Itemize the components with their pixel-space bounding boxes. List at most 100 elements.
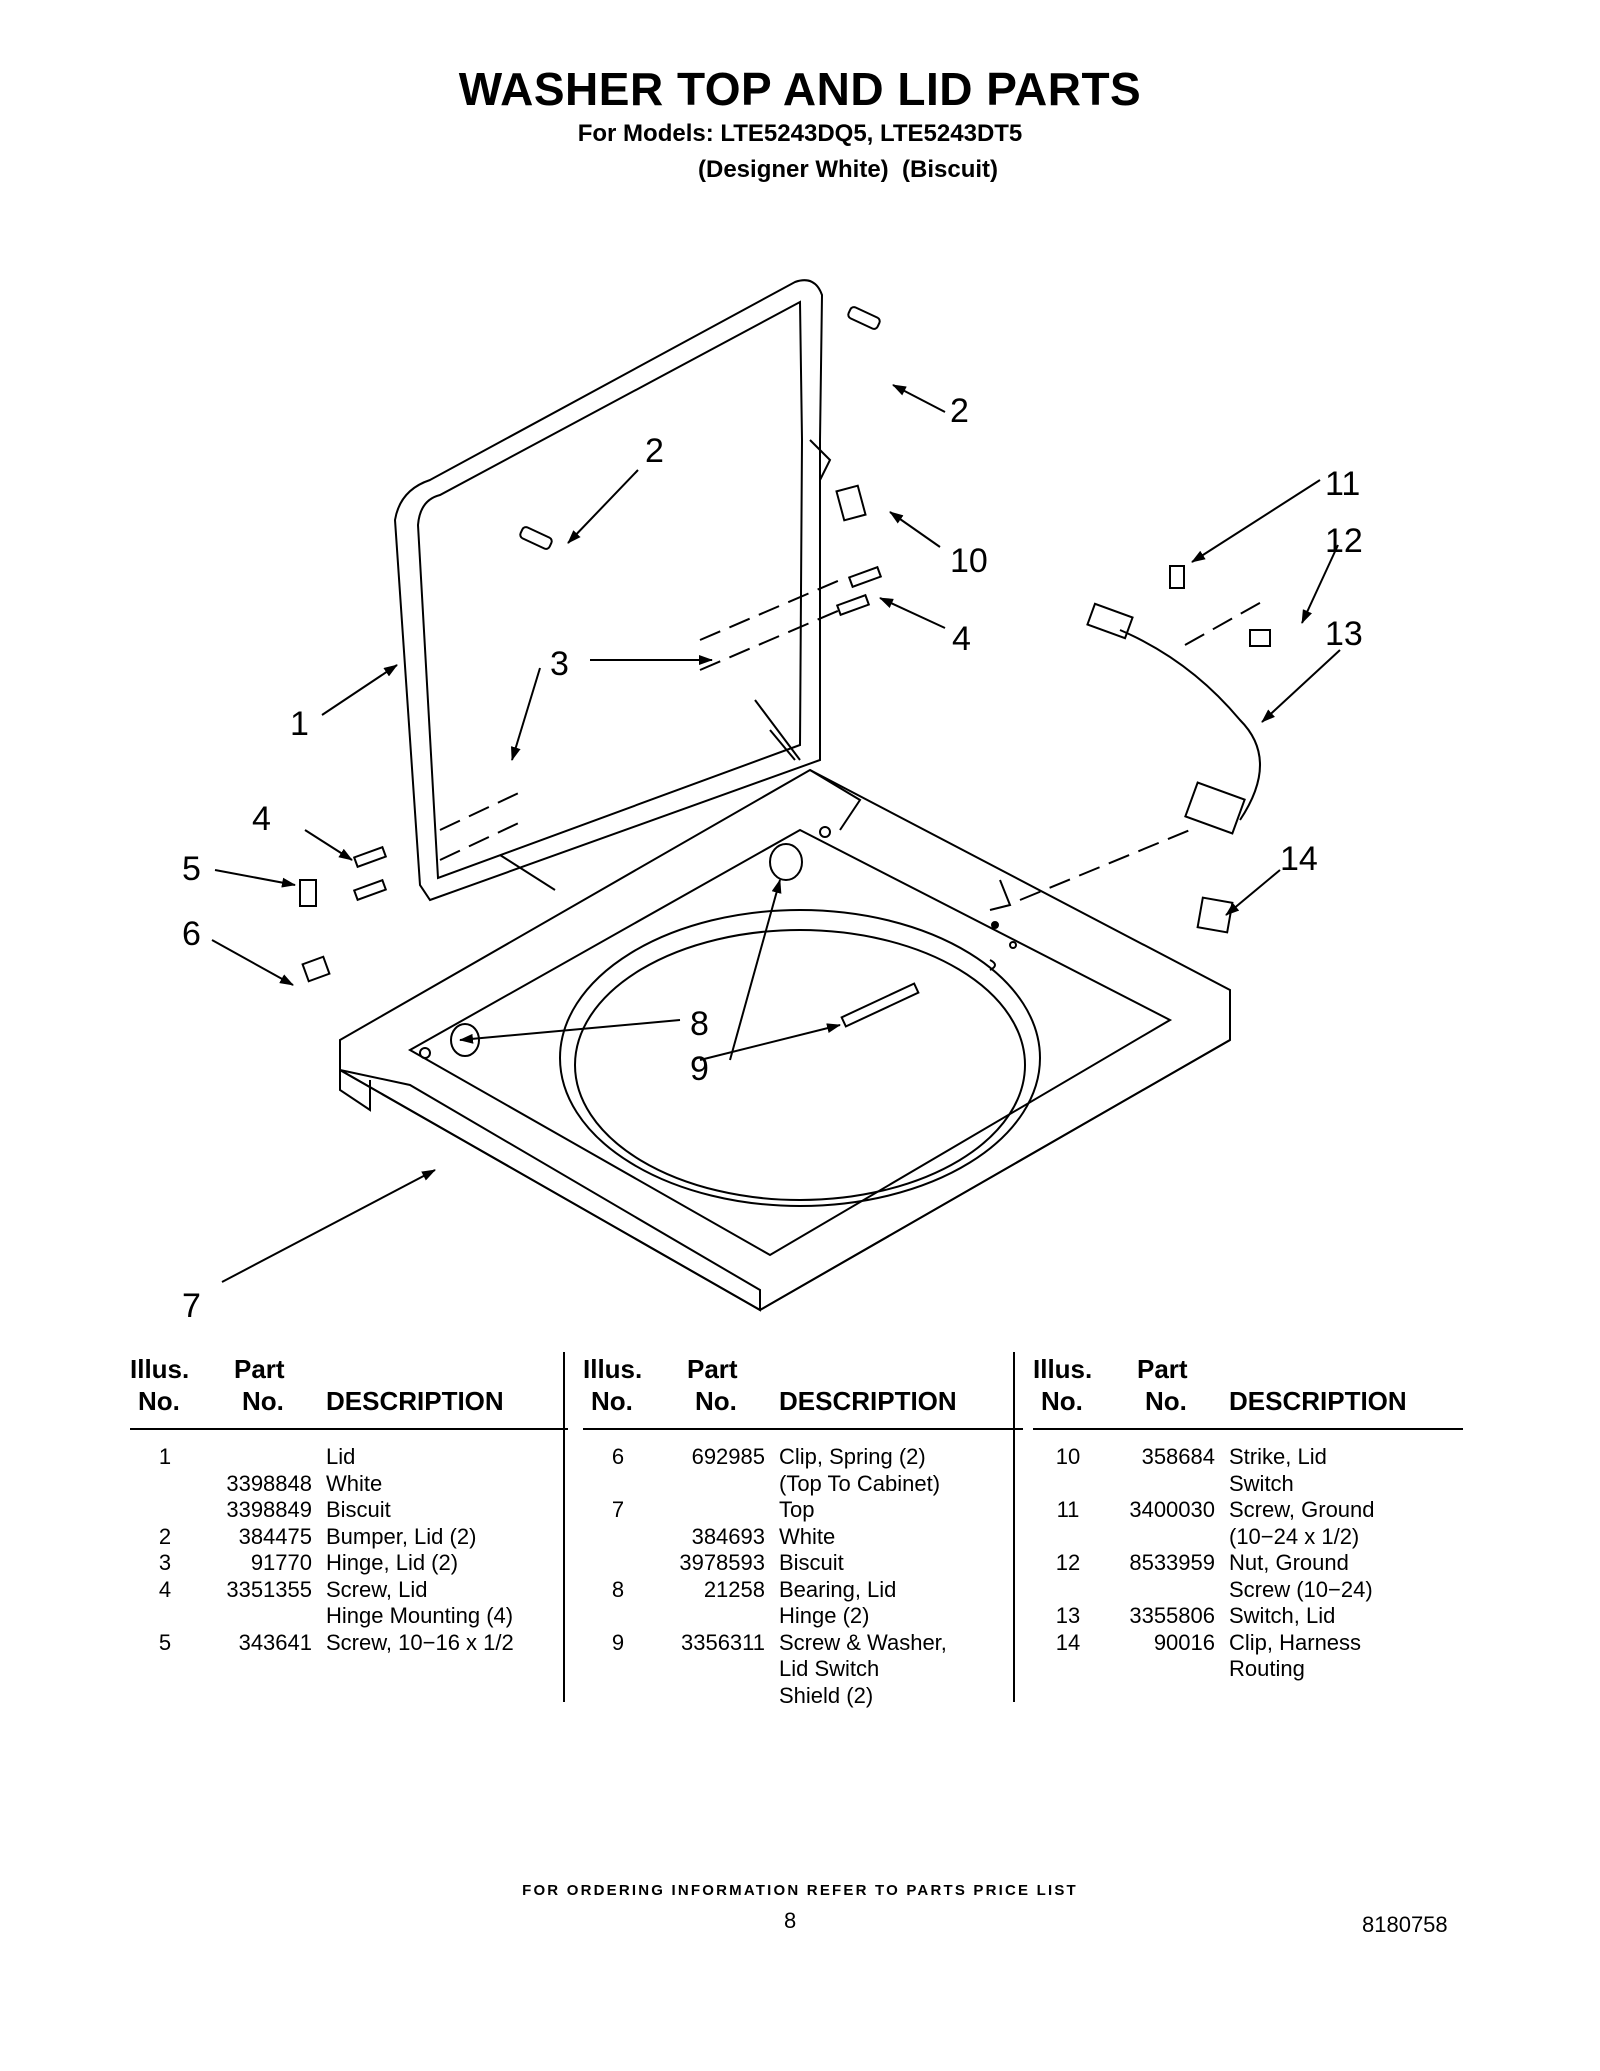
part-no (653, 1656, 765, 1683)
table-row: 3398848 White (130, 1471, 568, 1498)
part-no (653, 1603, 765, 1630)
column-divider (563, 1352, 565, 1702)
part-description: Clip, Spring (2) (779, 1444, 926, 1469)
illus-no-header: No. (138, 1386, 180, 1416)
ordering-note: FOR ORDERING INFORMATION REFER TO PARTS … (522, 1882, 1078, 1899)
part-no: 692985 (691, 1444, 765, 1469)
part-no: 90016 (1153, 1629, 1215, 1655)
part-no: 21258 (703, 1576, 765, 1602)
part-no: 358684 (1141, 1444, 1215, 1469)
callout-4-left: 4 (252, 800, 271, 838)
part-description: Routing (1229, 1656, 1305, 1681)
part-header: Part (234, 1354, 285, 1384)
part-description: Lid (326, 1444, 356, 1469)
table-row: Shield (2) (583, 1683, 1023, 1710)
table-row: 1 Lid (130, 1444, 568, 1471)
table-row: Hinge (2) (583, 1603, 1023, 1630)
callout-2-upper: 2 (950, 392, 969, 430)
exploded-parts-diagram: 1 2 2 3 4 4 5 6 7 8 9 10 11 12 13 14 (182, 279, 1363, 1325)
callout-9: 9 (690, 1050, 709, 1088)
illus-no (1033, 1577, 1103, 1604)
part-description: Screw, Lid (326, 1576, 428, 1602)
table-row: 3398849 Biscuit (130, 1497, 568, 1524)
table-row: Screw (10−24) (1033, 1577, 1463, 1604)
callout-13: 13 (1325, 615, 1363, 653)
table-row: 9 3356311 Screw & Washer, (583, 1630, 1023, 1657)
illus-no (1033, 1524, 1103, 1551)
callout-6: 6 (182, 915, 201, 953)
part-description: Bearing, Lid (779, 1576, 897, 1602)
part-description: (10−24 x 1/2) (1229, 1523, 1360, 1549)
table-row: 4 3351355 Screw, Lid (130, 1577, 568, 1604)
part-no (200, 1603, 312, 1630)
illus-no (583, 1471, 653, 1498)
part-no (1103, 1577, 1215, 1604)
illus-no (583, 1603, 653, 1630)
illus-no: 2 (158, 1523, 172, 1549)
part-header: Part (687, 1354, 738, 1384)
illus-no (583, 1524, 653, 1551)
illus-no: 7 (611, 1497, 625, 1522)
part-description: Screw & Washer, (779, 1629, 947, 1655)
part-no (200, 1444, 312, 1471)
table-row: Hinge Mounting (4) (130, 1603, 568, 1630)
table-row: Routing (1033, 1656, 1463, 1683)
parts-column-header: Illus. No. Part No. DESCRIPTION (130, 1352, 568, 1430)
part-description: Shield (2) (779, 1682, 874, 1708)
parts-column-header: Illus. No. Part No. DESCRIPTION (1033, 1352, 1463, 1430)
color-variants: (Designer White) (Biscuit) (698, 156, 999, 183)
callout-10: 10 (950, 542, 988, 580)
part-no: 384693 (691, 1523, 765, 1549)
document-number: 8180758 (1362, 1912, 1448, 1937)
part-description: White (326, 1470, 383, 1496)
description-header: DESCRIPTION (779, 1386, 957, 1416)
hardware-drawings (299, 306, 1271, 1057)
part-no (653, 1471, 765, 1498)
column-divider (1013, 1352, 1015, 1702)
illus-header: Illus. (1033, 1354, 1093, 1384)
part-no: 8533959 (1129, 1550, 1215, 1575)
model-list: For Models: LTE5243DQ5, LTE5243DT5 (577, 120, 1023, 147)
callout-14: 14 (1280, 840, 1318, 878)
part-description: Hinge Mounting (4) (326, 1603, 514, 1628)
part-no: 3398848 (226, 1470, 312, 1496)
callout-8: 8 (690, 1005, 709, 1043)
part-description: Lid Switch (779, 1656, 880, 1681)
part-description: Biscuit (326, 1497, 391, 1522)
illus-no: 1 (158, 1444, 172, 1469)
part-no: 343641 (238, 1629, 312, 1655)
part-description: Screw, 10−16 x 1/2 (326, 1629, 514, 1655)
illus-header: Illus. (583, 1354, 643, 1384)
illus-no (1033, 1471, 1103, 1498)
part-header: Part (1137, 1354, 1188, 1384)
part-no (653, 1683, 765, 1710)
part-no: 3398849 (226, 1497, 312, 1522)
illus-no: 9 (611, 1629, 625, 1655)
part-no: 3356311 (680, 1629, 765, 1655)
illus-no: 11 (1056, 1497, 1080, 1522)
illus-no: 12 (1055, 1550, 1081, 1575)
page-number: 8 (784, 1908, 797, 1933)
illus-no: 4 (158, 1576, 172, 1602)
description-header: DESCRIPTION (326, 1386, 504, 1416)
part-no: 3351355 (226, 1576, 312, 1602)
callout-labels: 1 2 2 3 4 4 5 6 7 8 9 10 11 12 13 14 (182, 392, 1363, 1325)
illus-no (583, 1683, 653, 1710)
washer-top-drawing (339, 768, 1231, 1312)
illus-no: 14 (1055, 1629, 1081, 1655)
illus-no (583, 1656, 653, 1683)
part-description: Hinge (2) (779, 1603, 870, 1628)
part-description: Hinge, Lid (2) (326, 1550, 459, 1575)
